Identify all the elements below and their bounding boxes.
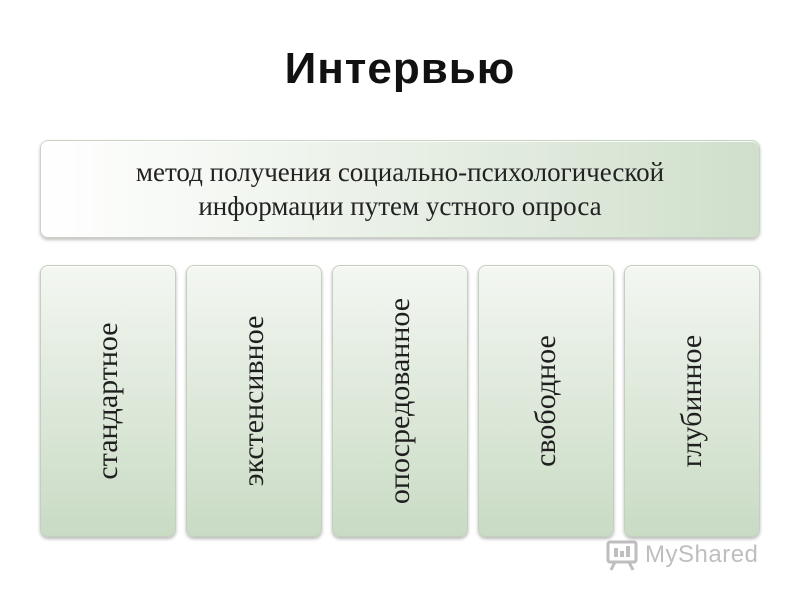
type-label: опосредованное — [383, 297, 416, 505]
presentation-board-icon — [606, 540, 638, 571]
definition-text: метод получения социально-психологическо… — [135, 157, 665, 221]
watermark: MyShared — [605, 535, 758, 575]
watermark-text: MyShared — [645, 541, 759, 568]
type-label: экстенсивное — [237, 315, 270, 487]
definition-box: метод получения социально-психологическо… — [40, 140, 760, 238]
type-card-free: свободное — [478, 265, 614, 537]
type-label: свободное — [529, 335, 562, 467]
page-title: Интервью — [284, 44, 516, 93]
type-card-mediated: опосредованное — [332, 265, 468, 537]
type-label: стандартное — [91, 322, 124, 480]
type-card-standard: стандартное — [40, 265, 176, 537]
type-label: глубинное — [675, 334, 708, 468]
type-card-deep: глубинное — [624, 265, 760, 537]
type-card-extensive: экстенсивное — [186, 265, 322, 537]
